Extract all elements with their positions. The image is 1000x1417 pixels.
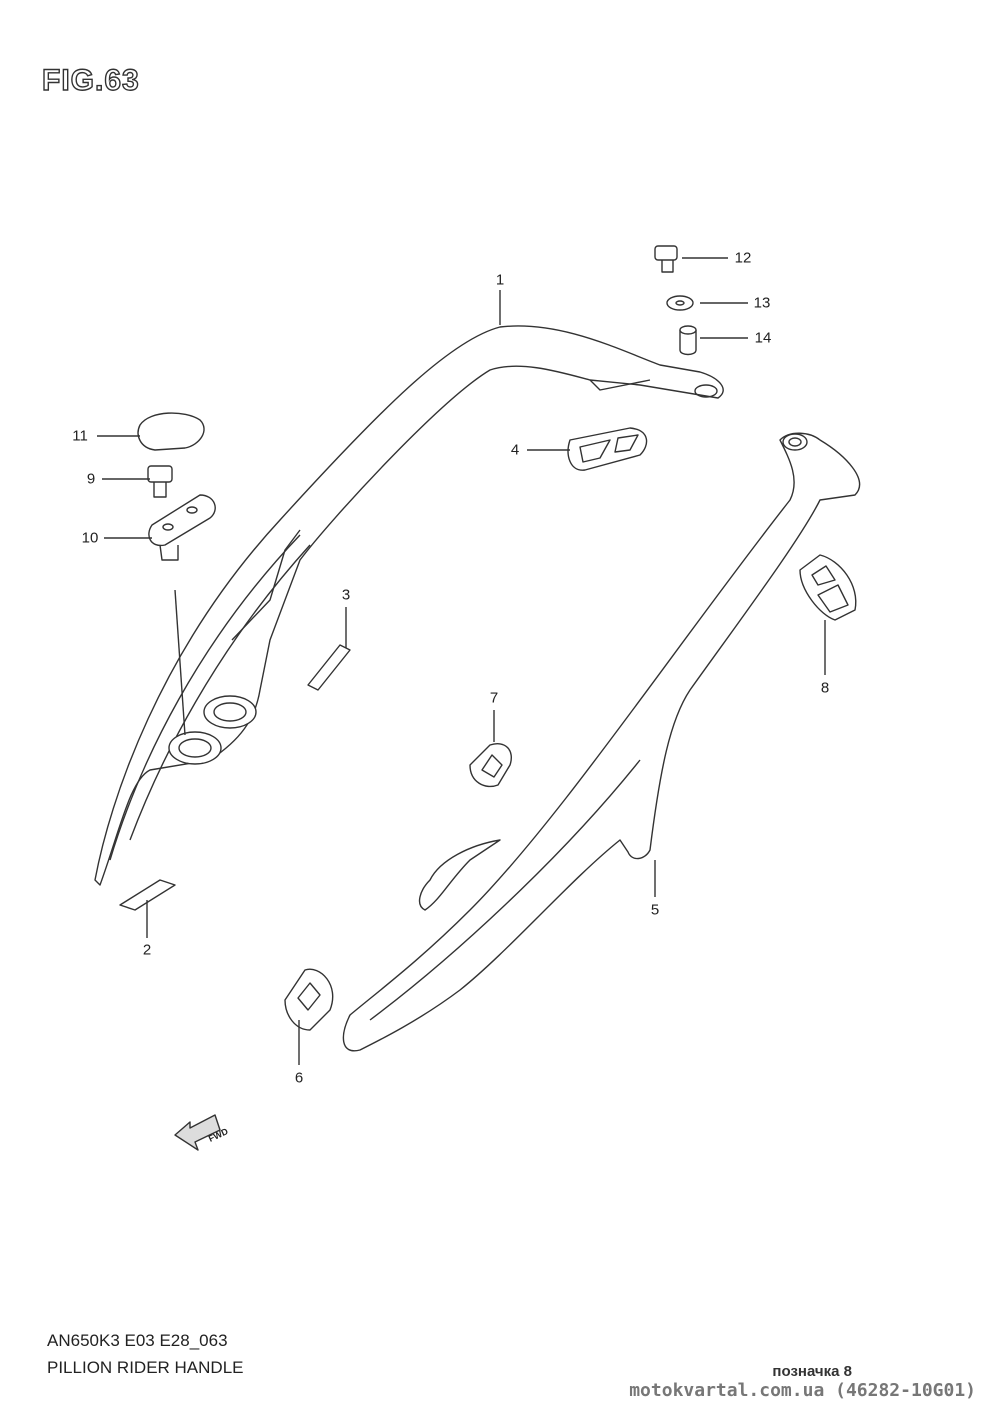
callout-9: 9 <box>86 470 96 488</box>
part-8-cushion <box>799 554 857 621</box>
callout-11: 11 <box>72 427 88 445</box>
site-watermark: motokvartal.com.ua (46282-10G01) <box>629 1380 976 1401</box>
part-10-plate <box>148 494 216 561</box>
figure-title: FIG.63 <box>41 63 140 97</box>
part-3-cushion <box>307 644 351 691</box>
part-12-bolt <box>654 245 678 273</box>
part-11-cap <box>137 412 205 451</box>
part-4-cushion <box>567 427 648 471</box>
mark-label: позначка 8 <box>772 1363 852 1380</box>
callout-2: 2 <box>142 941 152 959</box>
part-1-left-handle <box>94 325 724 886</box>
callout-13: 13 <box>753 294 771 312</box>
callout-7: 7 <box>489 689 499 707</box>
callout-4: 4 <box>510 441 520 459</box>
fwd-arrow-icon <box>174 1114 221 1151</box>
part-9-bolt <box>147 465 173 498</box>
callout-1: 1 <box>495 271 505 289</box>
part-6-cushion <box>284 968 334 1031</box>
part-13-washer <box>666 295 694 311</box>
leader-lines <box>97 257 826 1065</box>
callout-12: 12 <box>734 249 752 267</box>
callout-6: 6 <box>294 1069 304 1087</box>
part-2-cushion <box>119 879 176 911</box>
part-7-cushion <box>469 743 512 788</box>
callout-8: 8 <box>820 679 830 697</box>
part-5-right-handle <box>342 432 861 1052</box>
diagram-title: PILLION RIDER HANDLE <box>47 1358 244 1377</box>
callout-3: 3 <box>341 586 351 604</box>
model-code: AN650K3 E03 E28_063 <box>47 1331 228 1350</box>
callout-5: 5 <box>650 901 660 919</box>
part-14-collar <box>679 325 697 356</box>
callout-10: 10 <box>81 529 99 547</box>
callout-14: 14 <box>754 329 772 347</box>
